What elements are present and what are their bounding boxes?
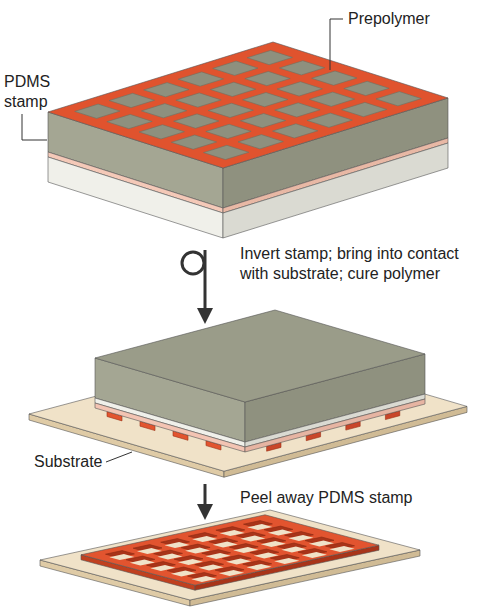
stamp-post [208, 103, 253, 117]
stamp-post [273, 124, 318, 138]
stamp-post [277, 82, 322, 96]
stamp-post [206, 124, 251, 138]
substrate-plate-top [40, 510, 420, 600]
stamp-post [309, 92, 354, 106]
lattice-hole-floor [219, 570, 244, 576]
lattice-hole-floor [302, 552, 327, 558]
stamp-post [75, 104, 120, 118]
stamp-post [213, 61, 258, 75]
polymer-lattice-top [81, 515, 379, 585]
leader-line [330, 19, 343, 70]
stamp-post [245, 71, 290, 85]
stamp-post [307, 113, 352, 127]
stamp-post [376, 92, 421, 106]
step-label: PDMS stamp [4, 72, 50, 112]
pdms-stamp-side [48, 157, 223, 238]
leader-lines [22, 19, 343, 462]
lattice-hole-floor [247, 564, 272, 570]
stamp-post [144, 83, 189, 97]
leader-line [106, 452, 132, 462]
arrow-shaft [204, 250, 207, 310]
arrow-head [197, 504, 213, 520]
stamp-post [238, 135, 283, 149]
stamp-post [279, 61, 324, 75]
stamp-post [210, 82, 255, 96]
stamp-post [240, 114, 285, 128]
stamp-post [178, 72, 223, 86]
step-label: Peel away PDMS stamp [240, 488, 470, 508]
pdms-stamp-top [48, 42, 448, 168]
pdms-stamp-side [245, 394, 425, 447]
stamp-post [275, 103, 320, 117]
stamp-post [342, 102, 387, 116]
stamp-post [204, 145, 249, 159]
pdms-stamp-side [95, 398, 245, 447]
stamp-post [174, 114, 219, 128]
stamp-post [312, 71, 357, 85]
pdms-stamp-side [95, 403, 245, 452]
step-label: Invert stamp; bring into contact with su… [240, 244, 470, 284]
stamp-post [247, 50, 292, 64]
stamp-post [141, 104, 186, 118]
lattice-hole-floor [274, 558, 299, 564]
lattice-hole-floor [191, 576, 216, 582]
illustration-shapes [29, 42, 467, 606]
stamp-post [344, 81, 389, 95]
stamp-post [107, 114, 152, 128]
step-label: Substrate [34, 452, 114, 472]
pdms-stamp-side [245, 399, 425, 452]
arrow-shaft [204, 484, 207, 506]
process-arrow [182, 250, 205, 506]
leader-line [22, 114, 47, 140]
step-label: Prepolymer [348, 9, 468, 29]
stamp-post [176, 93, 221, 107]
pdms-stamp-top [95, 310, 425, 402]
lattice-hole-floor [329, 546, 354, 552]
stamp-post [139, 125, 184, 139]
stamp-post [171, 135, 216, 149]
stamp-post [243, 93, 288, 107]
arrow-head [197, 308, 213, 324]
stamp-post [109, 93, 154, 107]
invert-symbol [182, 252, 204, 274]
